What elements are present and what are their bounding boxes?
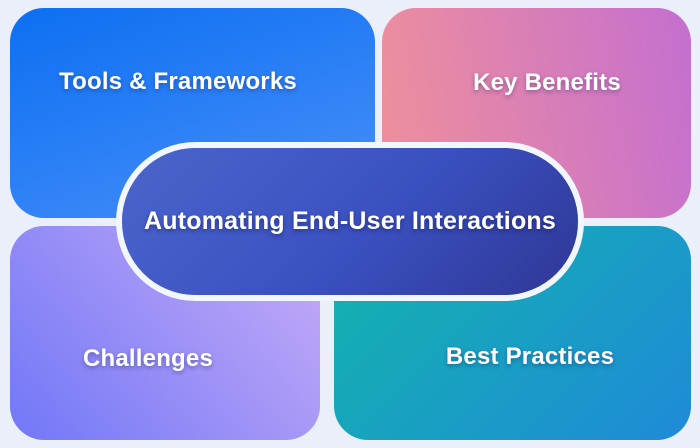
node-tools-frameworks-label: Tools & Frameworks [59,68,297,95]
node-challenges-label: Challenges [82,345,214,372]
node-best-practices-label: Best Practices [445,343,615,370]
center-node: Automating End-User Interactions [122,148,578,295]
node-key-benefits-label: Key Benefits [473,69,621,96]
center-node-label: Automating End-User Interactions [144,207,556,235]
